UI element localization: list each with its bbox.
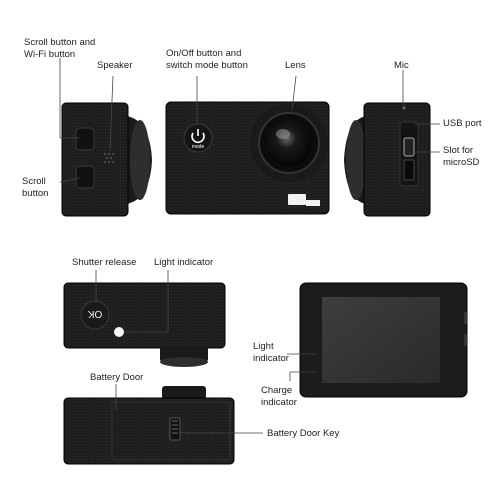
lcd-screen (322, 297, 440, 383)
label-usb-port: USB port (443, 118, 482, 129)
camera-front-view: mode (165, 101, 330, 215)
label-scroll-wifi-button: Scroll button and Wi-Fi button (24, 37, 95, 61)
label-light-screen-line2: indicator (253, 353, 289, 364)
label-speaker: Speaker (97, 60, 133, 71)
usb-port (403, 137, 415, 157)
label-battery-door-key: Battery Door Key (267, 428, 340, 439)
microsd-slot (403, 159, 415, 181)
label-light-indicator-top: Light indicator (154, 257, 214, 268)
label-scroll-line1: Scroll (22, 176, 46, 187)
top-light-indicator (114, 327, 124, 337)
camera-back-view (299, 282, 468, 398)
label-scroll-button: Scroll button (22, 176, 48, 200)
leader-lines (59, 58, 440, 434)
label-charge-indicator: Charge indicator (261, 385, 297, 409)
power-mode-button (183, 123, 213, 153)
label-scroll-wifi-line2: Wi-Fi button (24, 49, 76, 60)
label-charge-line1: Charge (261, 385, 293, 396)
shutter-button (80, 300, 110, 330)
label-charge-line2: indicator (261, 397, 297, 408)
battery-door (111, 401, 231, 461)
speaker-grille (104, 153, 114, 163)
mode-button-label: mode (192, 144, 205, 150)
camera-top-view: OK (63, 282, 226, 367)
label-battery-door: Battery Door (90, 372, 144, 383)
mic-hole (402, 106, 406, 110)
label-onoff-line2: switch mode button (166, 60, 248, 71)
label-mic: Mic (394, 60, 409, 71)
camera-left-side-view (61, 102, 152, 217)
scroll-wifi-button (75, 127, 95, 151)
label-onoff-button: On/Off button and switch mode button (166, 48, 248, 72)
label-microsd-slot: Slot for microSD (443, 145, 479, 169)
label-scroll-line2: button (22, 188, 49, 199)
label-light-screen-line1: Light (253, 341, 274, 352)
label-shutter-release: Shutter release (72, 257, 137, 268)
label-onoff-line1: On/Off button and (166, 48, 242, 59)
camera-right-side-view (344, 102, 431, 217)
lens (266, 120, 312, 166)
label-light-indicator-screen: Light indicator (253, 341, 289, 365)
label-microsd-line2: microSD (443, 157, 480, 168)
front-light-window (288, 194, 306, 205)
scroll-button (75, 165, 95, 189)
label-scroll-wifi-line1: Scroll button and (24, 37, 96, 48)
camera-bottom-view (63, 386, 235, 465)
label-lens: Lens (285, 60, 306, 71)
power-icon (191, 129, 205, 144)
label-microsd-line1: Slot for (443, 145, 474, 156)
shutter-button-label: OK (87, 308, 102, 319)
